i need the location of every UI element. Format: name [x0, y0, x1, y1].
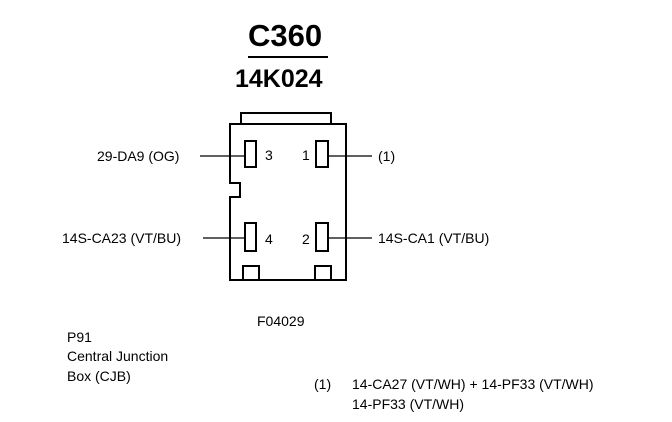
pin-cavity-3: [244, 140, 257, 168]
pin-cavity-1: [315, 140, 329, 168]
wire-label-pin-1: (1): [378, 148, 396, 164]
note-line-1: 14-CA27 (VT/WH) + 14-PF33 (VT/WH): [352, 376, 594, 392]
note-line-2: 14-PF33 (VT/WH): [352, 396, 465, 412]
note-marker: (1): [314, 376, 332, 392]
bottom-tab-left: [242, 265, 260, 281]
pin-cavity-4: [244, 222, 257, 252]
wire-label-pin-3: 29-DA9 (OG): [97, 148, 180, 164]
pin-number-1: 1: [302, 147, 310, 163]
wire-label-pin-2: 14S-CA1 (VT/BU): [378, 230, 490, 246]
bottom-tab-right: [314, 265, 332, 281]
connector-id-underline: [248, 56, 328, 58]
connector-part-number: 14K024: [235, 65, 323, 93]
pin-number-2: 2: [302, 231, 310, 247]
location-line-1: Central Junction: [67, 348, 169, 364]
connector-body: [229, 123, 347, 281]
connector-top-tab: [240, 112, 332, 124]
wire-label-pin-4: 14S-CA23 (VT/BU): [62, 230, 182, 246]
location-code: P91: [67, 329, 92, 345]
pin-number-3: 3: [265, 147, 273, 163]
pin-number-4: 4: [265, 231, 273, 247]
pin-cavity-2: [315, 222, 329, 252]
connector-id: C360: [248, 18, 323, 53]
figure-code: F04029: [257, 313, 305, 329]
location-line-2: Box (CJB): [67, 368, 131, 384]
